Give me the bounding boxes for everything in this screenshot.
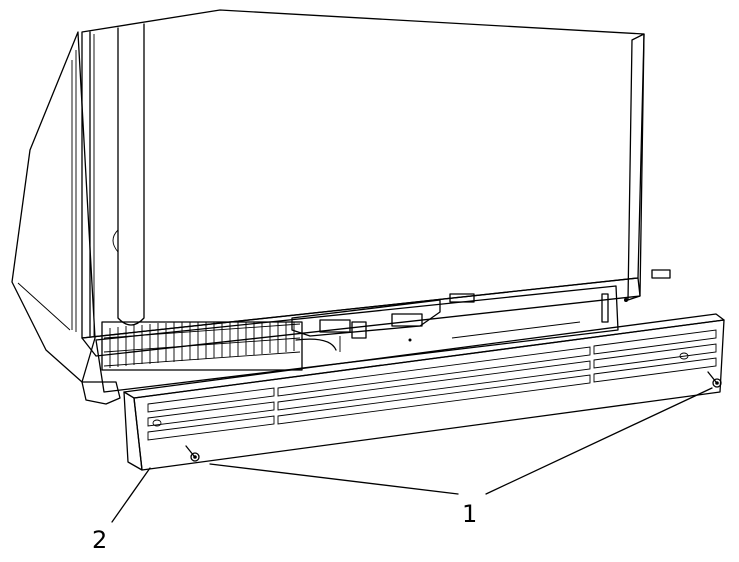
cabinet-foot-left xyxy=(81,381,121,405)
callout-leaders xyxy=(111,387,713,523)
door-handle xyxy=(117,23,145,326)
appliance-cabinet xyxy=(11,9,671,405)
cabinet-right-side xyxy=(627,33,645,301)
callout-label-2: 2 xyxy=(92,526,107,554)
leader-2 xyxy=(111,467,151,523)
cabinet-plinth-edge xyxy=(81,277,641,357)
leader-1-right xyxy=(485,387,713,495)
leader-1-left xyxy=(209,463,459,495)
cabinet-left-side xyxy=(11,31,96,383)
fixing-screw-left xyxy=(185,445,200,462)
condenser-coil xyxy=(101,321,337,371)
cabinet-door xyxy=(81,9,645,339)
ventilation-grille xyxy=(123,313,725,471)
base-components xyxy=(291,293,628,352)
grille-slots xyxy=(147,329,717,441)
callout-label-1: 1 xyxy=(462,500,477,528)
fixing-screw-right xyxy=(707,371,722,388)
base-recess xyxy=(95,285,628,393)
